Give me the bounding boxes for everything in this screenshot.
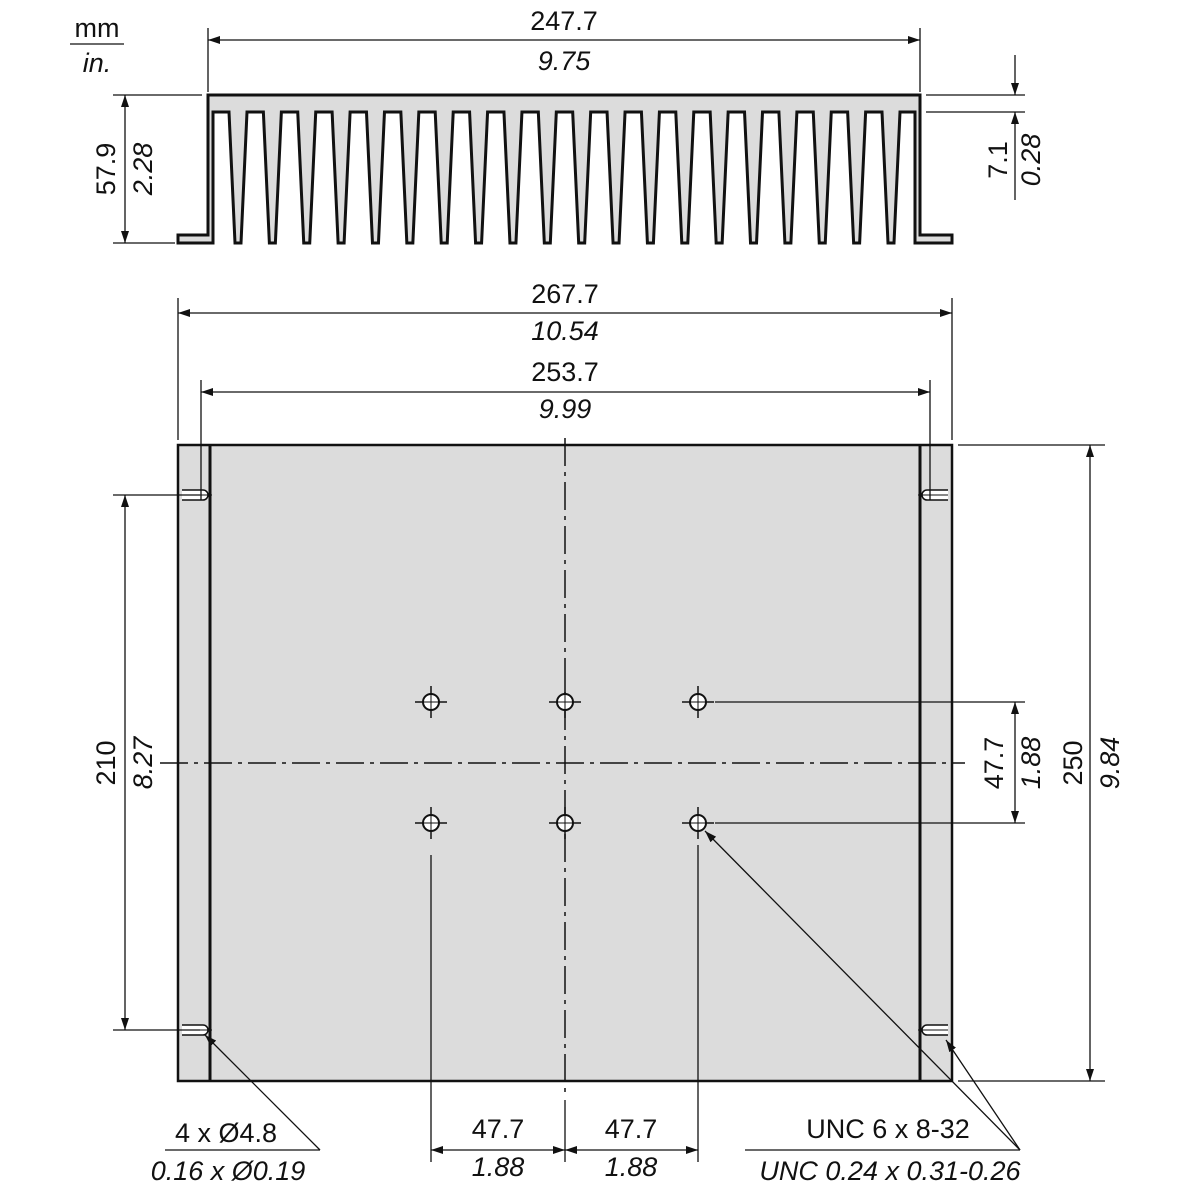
tapped-hole	[549, 807, 581, 839]
dim-text-mm: 267.7	[531, 279, 599, 309]
dim-text-mm: 47.7	[979, 737, 1009, 790]
dim-profile-width: 247.7 9.75	[207, 6, 921, 92]
heatsink-plan	[160, 438, 965, 1092]
dim-base-thickness: 7.1 0.28	[926, 55, 1046, 200]
dim-text-mm: 7.1	[983, 141, 1013, 179]
dim-text-mm: 253.7	[531, 357, 599, 387]
tapped-hole	[549, 686, 581, 718]
unit-in: in.	[83, 48, 112, 78]
callout-text-mm: 4 x Ø4.8	[175, 1118, 277, 1148]
callout-text-in: UNC 0.24 x 0.31-0.26	[759, 1156, 1021, 1186]
dim-tapped-vertical-spacing: 47.7 1.88	[715, 701, 1046, 824]
units-legend: mm in.	[70, 13, 124, 78]
callout-tapped-holes: UNC 6 x 8-32 UNC 0.24 x 0.31-0.26	[704, 830, 1022, 1186]
dim-hole-spacing-width: 253.7 9.99	[200, 357, 931, 500]
heatsink-profile	[176, 93, 954, 245]
callout-text-in: 0.16 x Ø0.19	[151, 1156, 306, 1186]
dim-overall-height: 250 9.84	[958, 444, 1125, 1082]
dim-text-mm: 247.7	[530, 6, 598, 36]
dim-text-in: 1.88	[1016, 737, 1046, 790]
dim-text-mm: 47.7	[472, 1114, 525, 1144]
dim-text-in: 9.84	[1095, 737, 1125, 790]
dim-text-in: 1.88	[472, 1152, 525, 1182]
dim-text-in: 9.75	[538, 46, 592, 76]
unit-mm: mm	[75, 13, 120, 43]
tapped-hole	[682, 807, 714, 839]
dim-hole-spacing-height: 210 8.27	[91, 494, 200, 1031]
tapped-hole	[415, 807, 447, 839]
callout-text-mm: UNC 6 x 8-32	[806, 1114, 970, 1144]
dim-overall-width: 267.7 10.54	[177, 279, 953, 440]
dim-text-mm: 250	[1058, 740, 1088, 785]
dim-profile-height: 57.9 2.28	[91, 94, 202, 244]
dim-text-in: 1.88	[605, 1152, 658, 1182]
dim-text-mm: 47.7	[605, 1114, 658, 1144]
dim-text-mm: 57.9	[91, 143, 121, 196]
dim-text-in: 0.28	[1016, 134, 1046, 187]
dim-text-in: 2.28	[128, 143, 158, 197]
dim-text-in: 10.54	[531, 316, 599, 346]
dim-text-in: 9.99	[539, 394, 592, 424]
tapped-hole	[682, 686, 714, 718]
callout-mounting-holes: 4 x Ø4.8 0.16 x Ø0.19	[151, 1034, 321, 1186]
dim-text-in: 8.27	[128, 736, 158, 790]
tapped-hole	[415, 686, 447, 718]
dim-tapped-horizontal-spacing: 47.7 1.88 47.7 1.88	[430, 845, 699, 1182]
dim-text-mm: 210	[91, 740, 121, 785]
